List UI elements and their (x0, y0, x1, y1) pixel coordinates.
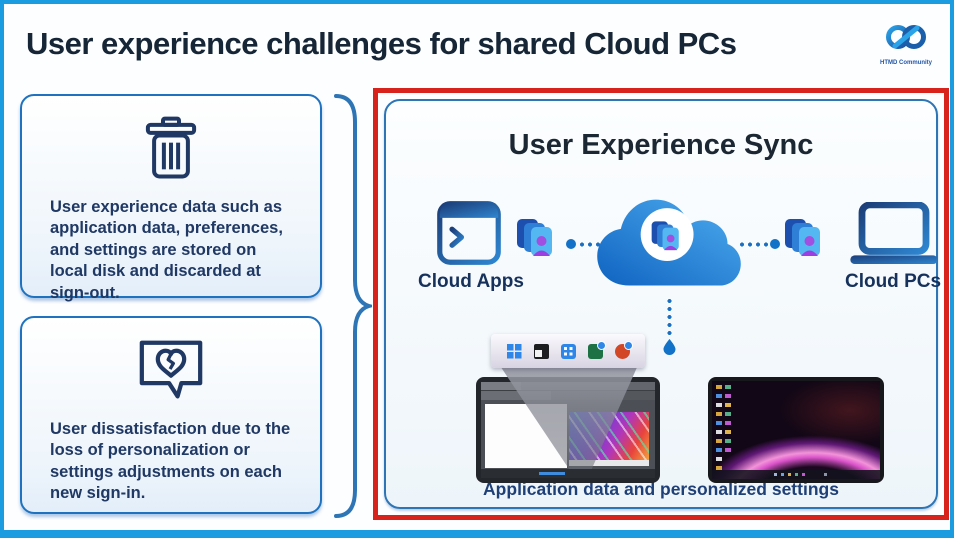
thumbnail-tray (569, 460, 649, 466)
app-statusbar (481, 469, 655, 478)
htmd-logo-icon (883, 25, 929, 58)
terminal-icon (436, 200, 502, 271)
user-stack-icon-right (782, 214, 828, 267)
logo-caption: HTMD Community (880, 60, 932, 66)
cloud-pc-desktop-screenshot (708, 377, 884, 483)
desktop-icons-column (725, 385, 731, 455)
dotted-connector (738, 242, 772, 247)
curly-brace-connector (330, 92, 377, 525)
cloud-sync-icon (593, 193, 745, 300)
trash-icon (142, 116, 200, 185)
challenge-text-dissatisfaction: User dissatisfaction due to the loss of … (50, 420, 291, 503)
user-experience-sync-panel: User Experience Sync Cloud Apps (384, 99, 941, 509)
microsoft-store-icon (560, 343, 576, 359)
cloud-pcs-label: Cloud PCs (844, 271, 942, 292)
windows-logo-icon (506, 343, 522, 359)
dotted-connector (578, 242, 604, 247)
windows-desktop-wallpaper (712, 381, 880, 479)
challenge-text-storage: User experience data such as application… (50, 198, 283, 302)
cloud-apps-label: Cloud Apps (418, 271, 524, 292)
broken-heart-message-icon (134, 338, 208, 407)
excel-app-icon (587, 340, 606, 359)
windows-taskbar (712, 470, 880, 479)
sync-panel-caption: Application data and personalized settin… (483, 479, 839, 499)
app-icons-bar (491, 334, 645, 368)
teardrop-icon (663, 339, 676, 360)
dotted-connector-vertical (667, 297, 672, 339)
laptop-icon (848, 201, 940, 271)
sync-node-dot (566, 239, 576, 249)
highlight-red-box: User Experience Sync Cloud Apps (373, 88, 949, 520)
sync-panel-title: User Experience Sync (508, 129, 814, 161)
sync-node-dot (770, 239, 780, 249)
htmd-community-logo: HTMD Community (874, 22, 938, 66)
challenge-card-storage: User experience data such as application… (20, 94, 322, 302)
file-explorer-icon (533, 343, 549, 359)
user-stack-icon-left (514, 214, 560, 267)
challenge-card-dissatisfaction: User dissatisfaction due to the loss of … (20, 316, 322, 514)
powerpoint-app-icon (614, 340, 633, 359)
desktop-icons-column (716, 385, 722, 473)
page-title: User experience challenges for shared Cl… (26, 26, 737, 61)
